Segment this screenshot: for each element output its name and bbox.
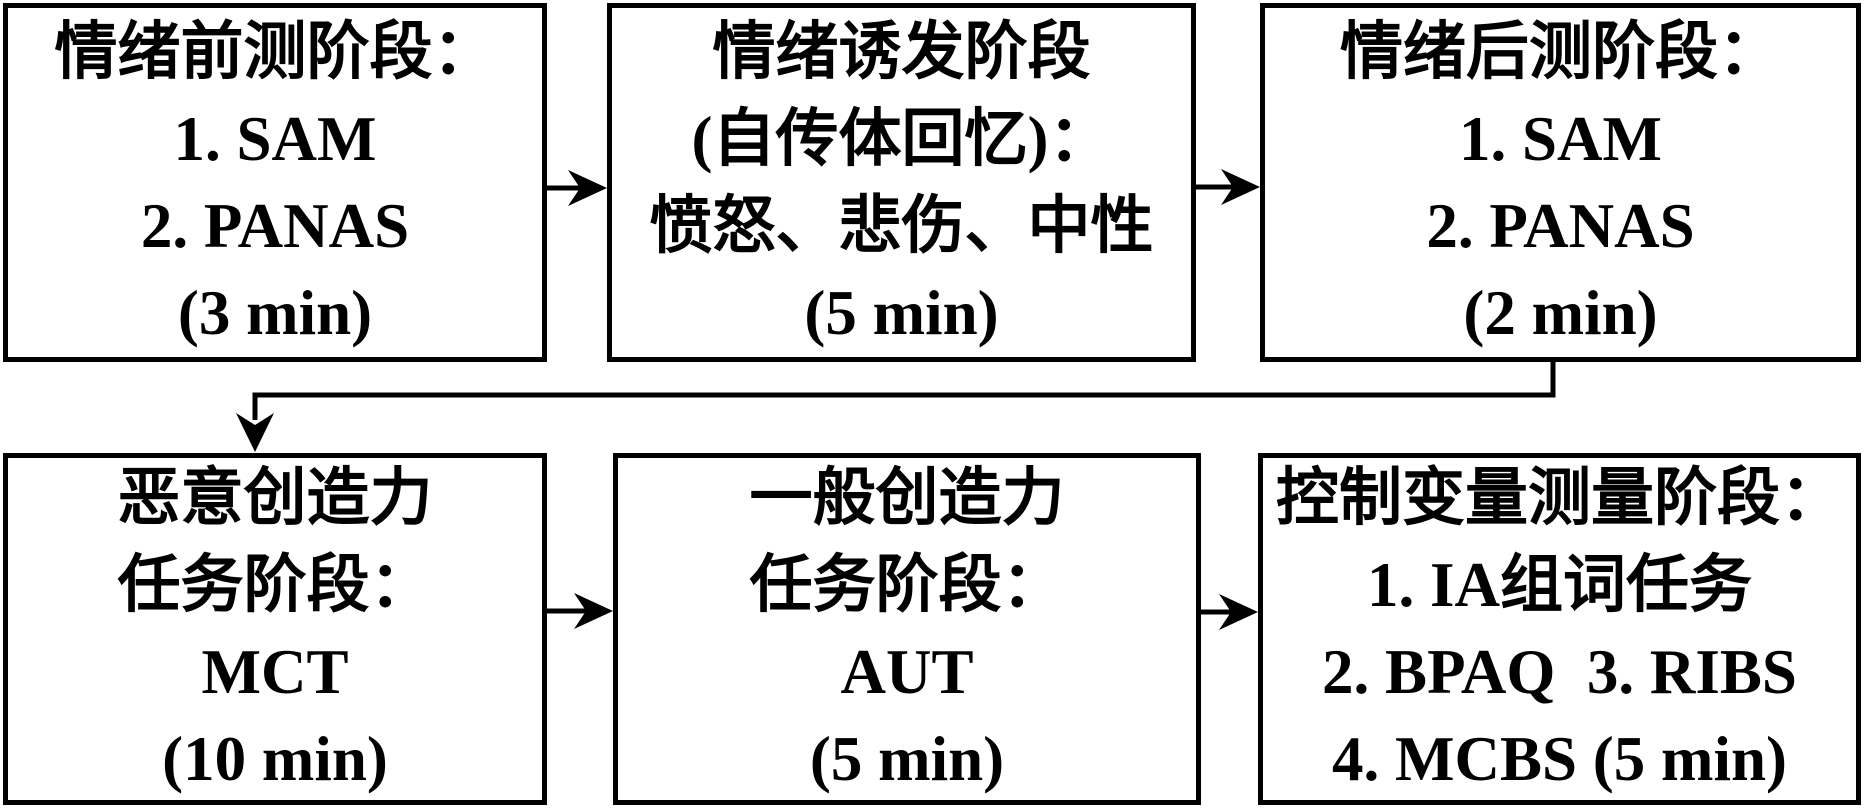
box-line: (5 min) [809,724,1005,794]
box-line: 一般创造力 [749,463,1065,533]
box-line: 情绪诱发阶段 [712,16,1091,87]
flow-box-emotion-posttest: 情绪后测阶段： 1. SAM 2. PANAS (2 min) [1260,3,1861,362]
box-line: MCT [201,637,349,707]
box-line: 1. SAM [1459,103,1662,174]
flow-box-malevolent-creativity-task: 恶意创造力 任务阶段： MCT (10 min) [3,453,547,805]
flow-box-emotion-pretest: 情绪前测阶段： 1. SAM 2. PANAS (3 min) [3,3,547,362]
arrow-aut-to-control-icon [1200,594,1258,630]
elbow-arrow-posttest-to-mct-icon [236,360,1556,452]
box-line: 2. PANAS [1426,190,1695,261]
box-line: (10 min) [162,724,388,794]
box-line: 1. SAM [173,103,377,174]
flow-box-emotion-induction: 情绪诱发阶段 (自传体回忆)： 愤怒、悲伤、中性 (5 min) [607,3,1196,362]
box-line: (5 min) [804,277,999,348]
box-line: 控制变量测量阶段： [1276,463,1843,533]
box-line: 2. PANAS [140,190,410,261]
arrow-pretest-to-induction-icon [547,170,607,206]
box-line: 任务阶段： [117,550,433,620]
box-line: 情绪前测阶段： [54,16,496,87]
box-line: 1. IA组词任务 [1366,550,1752,620]
box-line: (2 min) [1463,277,1658,348]
arrow-mct-to-aut-icon [547,593,613,629]
box-line: 任务阶段： [749,550,1065,620]
box-line: AUT [840,637,974,707]
box-line: 情绪后测阶段： [1340,16,1781,87]
box-line: 恶意创造力 [117,463,433,533]
box-line: 愤怒、悲伤、中性 [649,190,1154,261]
box-line: 4. MCBS (5 min) [1332,724,1787,794]
flow-box-general-creativity-task: 一般创造力 任务阶段： AUT (5 min) [613,453,1201,805]
flow-box-control-variable-measures: 控制变量测量阶段： 1. IA组词任务 2. BPAQ 3. RIBS 4. M… [1258,453,1861,805]
box-line: 2. BPAQ 3. RIBS [1322,637,1797,707]
box-line: (3 min) [177,277,373,348]
box-line: (自传体回忆)： [691,103,1112,174]
arrow-induction-to-posttest-icon [1195,169,1260,205]
